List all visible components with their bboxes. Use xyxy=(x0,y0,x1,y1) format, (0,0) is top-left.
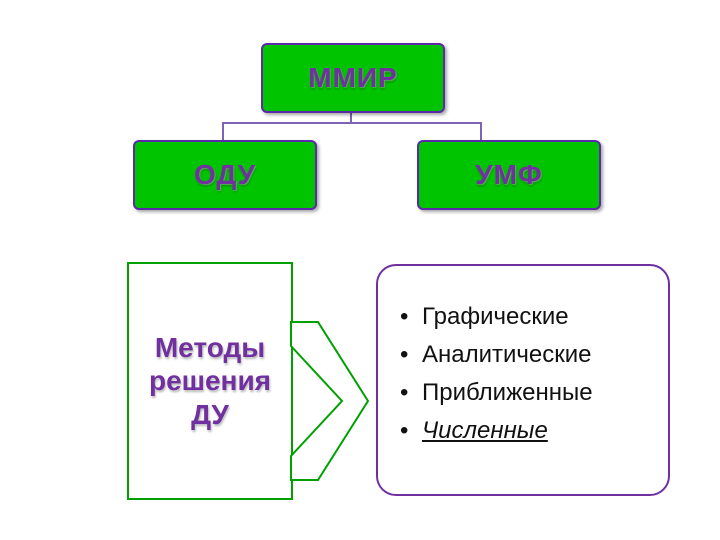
right-arrow-icon xyxy=(290,321,370,481)
list-item: •Аналитические xyxy=(400,336,593,374)
methods-line-3: ДУ xyxy=(191,398,229,430)
child-node-odu-label: ОДУ xyxy=(193,159,257,190)
child-node-umf: УМФ xyxy=(417,140,601,210)
bullet-icon: • xyxy=(400,341,409,368)
connector-root-stem xyxy=(350,109,352,123)
methods-line-2: решения xyxy=(148,365,272,397)
connector-left-drop xyxy=(222,122,224,140)
connector-right-drop xyxy=(480,122,482,140)
methods-line-1: Методы xyxy=(154,332,266,364)
connector-horizontal-bar xyxy=(222,122,482,124)
methods-list: •Графические •Аналитические •Приближенны… xyxy=(400,298,593,450)
bullet-icon: • xyxy=(400,303,409,330)
child-node-odu: ОДУ xyxy=(133,140,317,210)
methods-box: Методы решения ДУ xyxy=(127,262,293,500)
bullet-icon: • xyxy=(400,379,409,406)
list-item: •Численные xyxy=(400,412,593,450)
list-item: •Графические xyxy=(400,298,593,336)
list-item: •Приближенные xyxy=(400,374,593,412)
root-node-mmir: ММИР xyxy=(261,43,445,113)
methods-list-box: •Графические •Аналитические •Приближенны… xyxy=(376,264,670,496)
child-node-umf-label: УМФ xyxy=(475,159,543,190)
bullet-icon: • xyxy=(400,417,409,444)
root-node-label: ММИР xyxy=(308,62,398,93)
